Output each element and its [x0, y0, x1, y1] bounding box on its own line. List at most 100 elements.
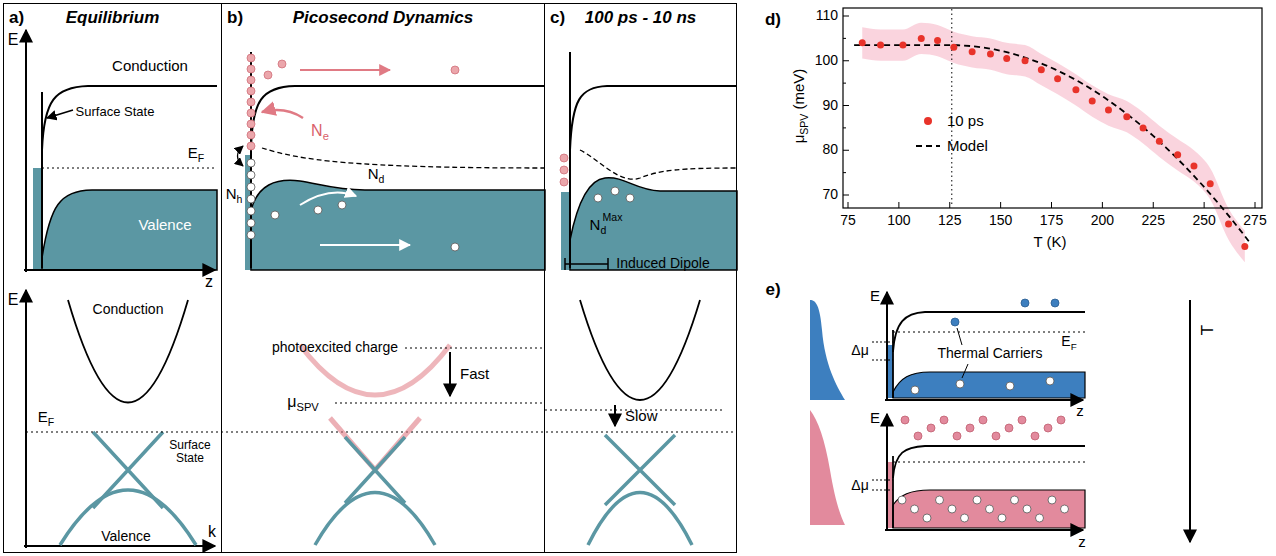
figure-label: Slow	[625, 408, 658, 425]
axis-tick	[1153, 202, 1154, 208]
figure-label: Valence	[101, 529, 151, 544]
data-point	[1003, 55, 1010, 62]
axis-tick	[843, 16, 849, 17]
delta-mu-marks	[872, 480, 893, 490]
figure-label: z	[1078, 534, 1086, 551]
carrier-dot	[247, 98, 255, 106]
dispersion-c	[545, 300, 725, 545]
carrier-dot	[1036, 514, 1044, 522]
carrier-dot	[247, 159, 255, 167]
axis-tick	[1102, 202, 1103, 208]
figure-label: T (K)	[1033, 234, 1066, 251]
electron-drift-arrow	[300, 69, 390, 71]
tick-label: 250	[1192, 213, 1215, 228]
axis-tick	[848, 202, 849, 208]
tick-label: 75	[840, 213, 856, 228]
fermi-level	[893, 461, 1085, 462]
data-point	[1022, 57, 1029, 64]
figure-label: E	[8, 31, 19, 49]
carrier-dot	[560, 166, 568, 174]
data-point	[969, 48, 976, 55]
carrier-dot	[992, 432, 1000, 440]
distribution-hot	[810, 410, 845, 525]
carrier-dot	[1046, 377, 1054, 385]
data-point	[1225, 221, 1232, 228]
panel-frame: a)Equilibrium	[3, 3, 222, 553]
figure-label: EF	[38, 409, 54, 429]
spv-level	[335, 402, 545, 403]
figure-label: E	[870, 410, 880, 427]
surface-state-line	[569, 52, 571, 268]
z-axis	[24, 269, 215, 271]
carrier-dot	[1048, 496, 1056, 504]
energy-axis	[886, 414, 888, 530]
hole-drift-arrow	[320, 244, 410, 246]
axis-tick	[1204, 202, 1205, 208]
data-point	[1156, 138, 1163, 145]
surface-line	[892, 456, 894, 528]
carrier-dot	[914, 432, 922, 440]
valence-parabola	[315, 493, 435, 546]
carrier-dot	[973, 496, 981, 504]
figure-label: Surface State	[76, 105, 155, 119]
figure-label: EF	[1061, 334, 1076, 353]
data-point	[1174, 151, 1181, 158]
carrier-dot	[927, 424, 935, 432]
temperature-arrow	[1189, 300, 1191, 542]
conduction-band	[42, 86, 217, 150]
carrier-dot	[1061, 505, 1069, 513]
valence-band	[42, 190, 217, 270]
quasi-fermi-level	[580, 150, 737, 179]
data-point	[1207, 180, 1214, 187]
dispersion-b	[300, 345, 545, 545]
carrier-dot	[940, 416, 948, 424]
dispersion-a	[24, 290, 735, 548]
band-diagram-a	[24, 30, 217, 272]
axis-tick	[898, 202, 899, 208]
carrier-dot	[611, 187, 619, 195]
figure-label: E	[8, 291, 19, 309]
carrier-dot	[314, 206, 322, 214]
band-diagram-c	[561, 52, 737, 270]
carrier-dot	[911, 386, 919, 394]
data-point	[1123, 113, 1130, 120]
valence-band	[251, 180, 545, 270]
figure-label: E	[870, 288, 880, 305]
carrier-dot	[247, 219, 255, 227]
figure-label: photoexcited charge	[272, 340, 398, 355]
carrier-dot	[1006, 382, 1014, 390]
carrier-dot	[247, 207, 255, 215]
axis-tick	[843, 60, 849, 61]
tick-label: 100	[815, 53, 838, 68]
fermi-level	[893, 331, 1085, 332]
carrier-dot	[1044, 424, 1052, 432]
legend-row: Model	[915, 133, 988, 158]
energy-axis	[886, 292, 888, 400]
band-diagram-b	[238, 52, 546, 270]
carrier-dot	[1021, 299, 1029, 307]
carrier-dot	[247, 142, 255, 150]
tick-label: 275	[1243, 213, 1266, 228]
surface-state-line	[41, 92, 43, 268]
figure-label: Valence	[138, 217, 191, 234]
axis-tick	[1000, 202, 1001, 208]
axis-tick	[843, 127, 846, 128]
panel-title: 100 ps - 10 ns	[545, 8, 736, 28]
tick-label: 100	[887, 213, 910, 228]
thermal-panel	[810, 292, 1190, 542]
figure-label: EF	[188, 145, 204, 165]
axis-tick	[843, 172, 846, 173]
panel-letter: a)	[9, 8, 24, 28]
carrier-dot	[966, 424, 974, 432]
panel-title: Picosecond Dynamics	[222, 8, 544, 28]
carrier-dot	[247, 131, 255, 139]
panel-letter: b)	[227, 8, 243, 28]
panel-frame: c)100 ps - 10 ns	[545, 3, 737, 553]
carrier-dot	[979, 416, 987, 424]
carrier-dot	[898, 496, 906, 504]
surface-state-fill	[33, 168, 42, 270]
carrier-dot	[247, 171, 255, 179]
legend-swatch	[915, 114, 941, 128]
figure-label: Nd	[368, 166, 385, 186]
